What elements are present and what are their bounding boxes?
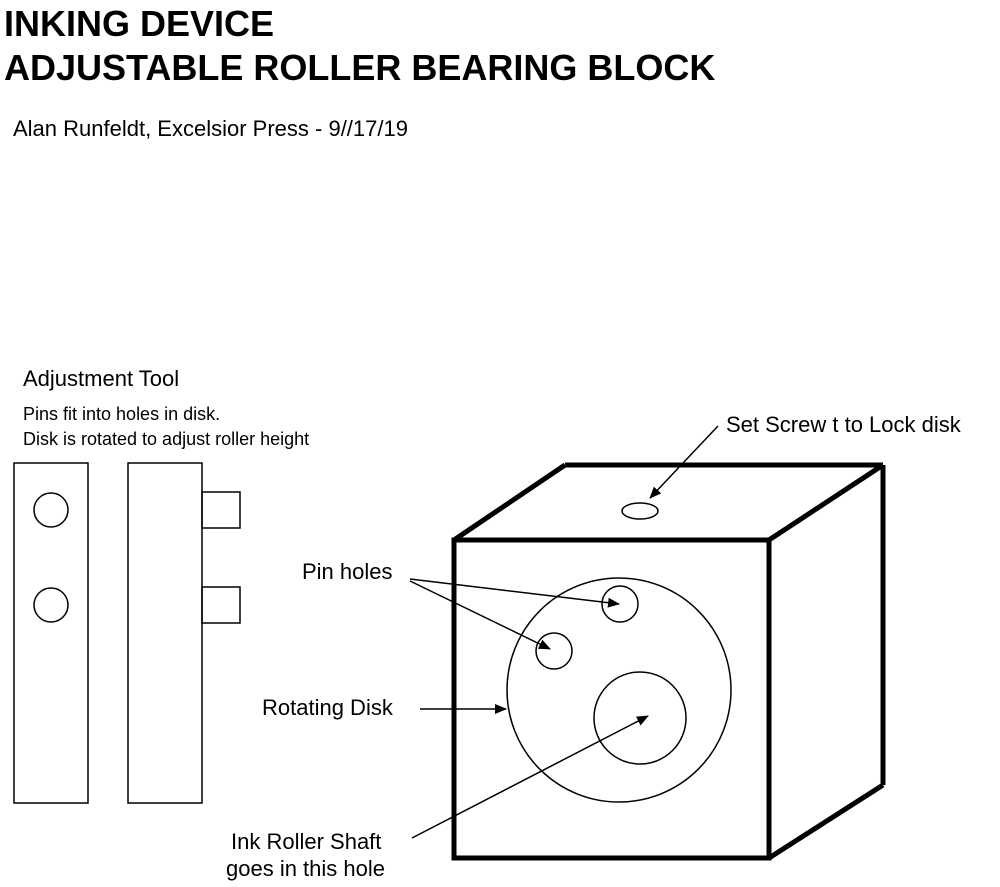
set-screw-arrow (649, 425, 719, 499)
tool-front-body (13, 462, 89, 804)
shaft-label-line-1: Ink Roller Shaft (231, 829, 382, 854)
shaft-hole (593, 671, 687, 765)
tool-pin-circle-lower (33, 587, 69, 623)
set-screw-label: Set Screw t to Lock disk (726, 412, 961, 437)
pin-hole-arrow-lower (409, 580, 551, 650)
pin-holes-label: Pin holes (302, 559, 393, 584)
tool-side-body (127, 462, 203, 804)
bearing-block (451, 462, 886, 861)
block-top-right-edge (767, 462, 885, 543)
adjustment-tool-note-2: Disk is rotated to adjust roller height (23, 429, 310, 449)
author-credit: Alan Runfeldt, Excelsior Press - 9//17/1… (13, 116, 408, 141)
title-line-1: INKING DEVICE (4, 3, 275, 44)
callout-arrows (409, 425, 719, 839)
adjustment-tool-side-view (127, 462, 241, 804)
rotating-disk-label: Rotating Disk (262, 695, 393, 720)
pin-hole-lower (535, 632, 573, 670)
pin-hole-arrow-upper (409, 578, 620, 608)
adjustment-tool-heading: Adjustment Tool (23, 366, 180, 391)
tool-pin-upper (201, 491, 241, 529)
block-front-face (451, 537, 772, 861)
set-screw-hole (621, 502, 659, 520)
shaft-arrow (411, 715, 649, 839)
pin-hole-upper (601, 585, 639, 623)
title-line-2: ADJUSTABLE ROLLER BEARING BLOCK (4, 47, 716, 88)
block-bottom-right-edge (767, 782, 885, 861)
tool-pin-circle-upper (33, 492, 69, 528)
block-top-left-edge (452, 462, 567, 543)
adjustment-tool-front-view (13, 462, 89, 804)
shaft-label-line-2: goes in this hole (226, 856, 385, 881)
tool-pin-lower (201, 586, 241, 624)
rotating-disk (506, 577, 732, 803)
rotating-disk-assembly (506, 577, 732, 803)
adjustment-tool-note-1: Pins fit into holes in disk. (23, 404, 221, 424)
